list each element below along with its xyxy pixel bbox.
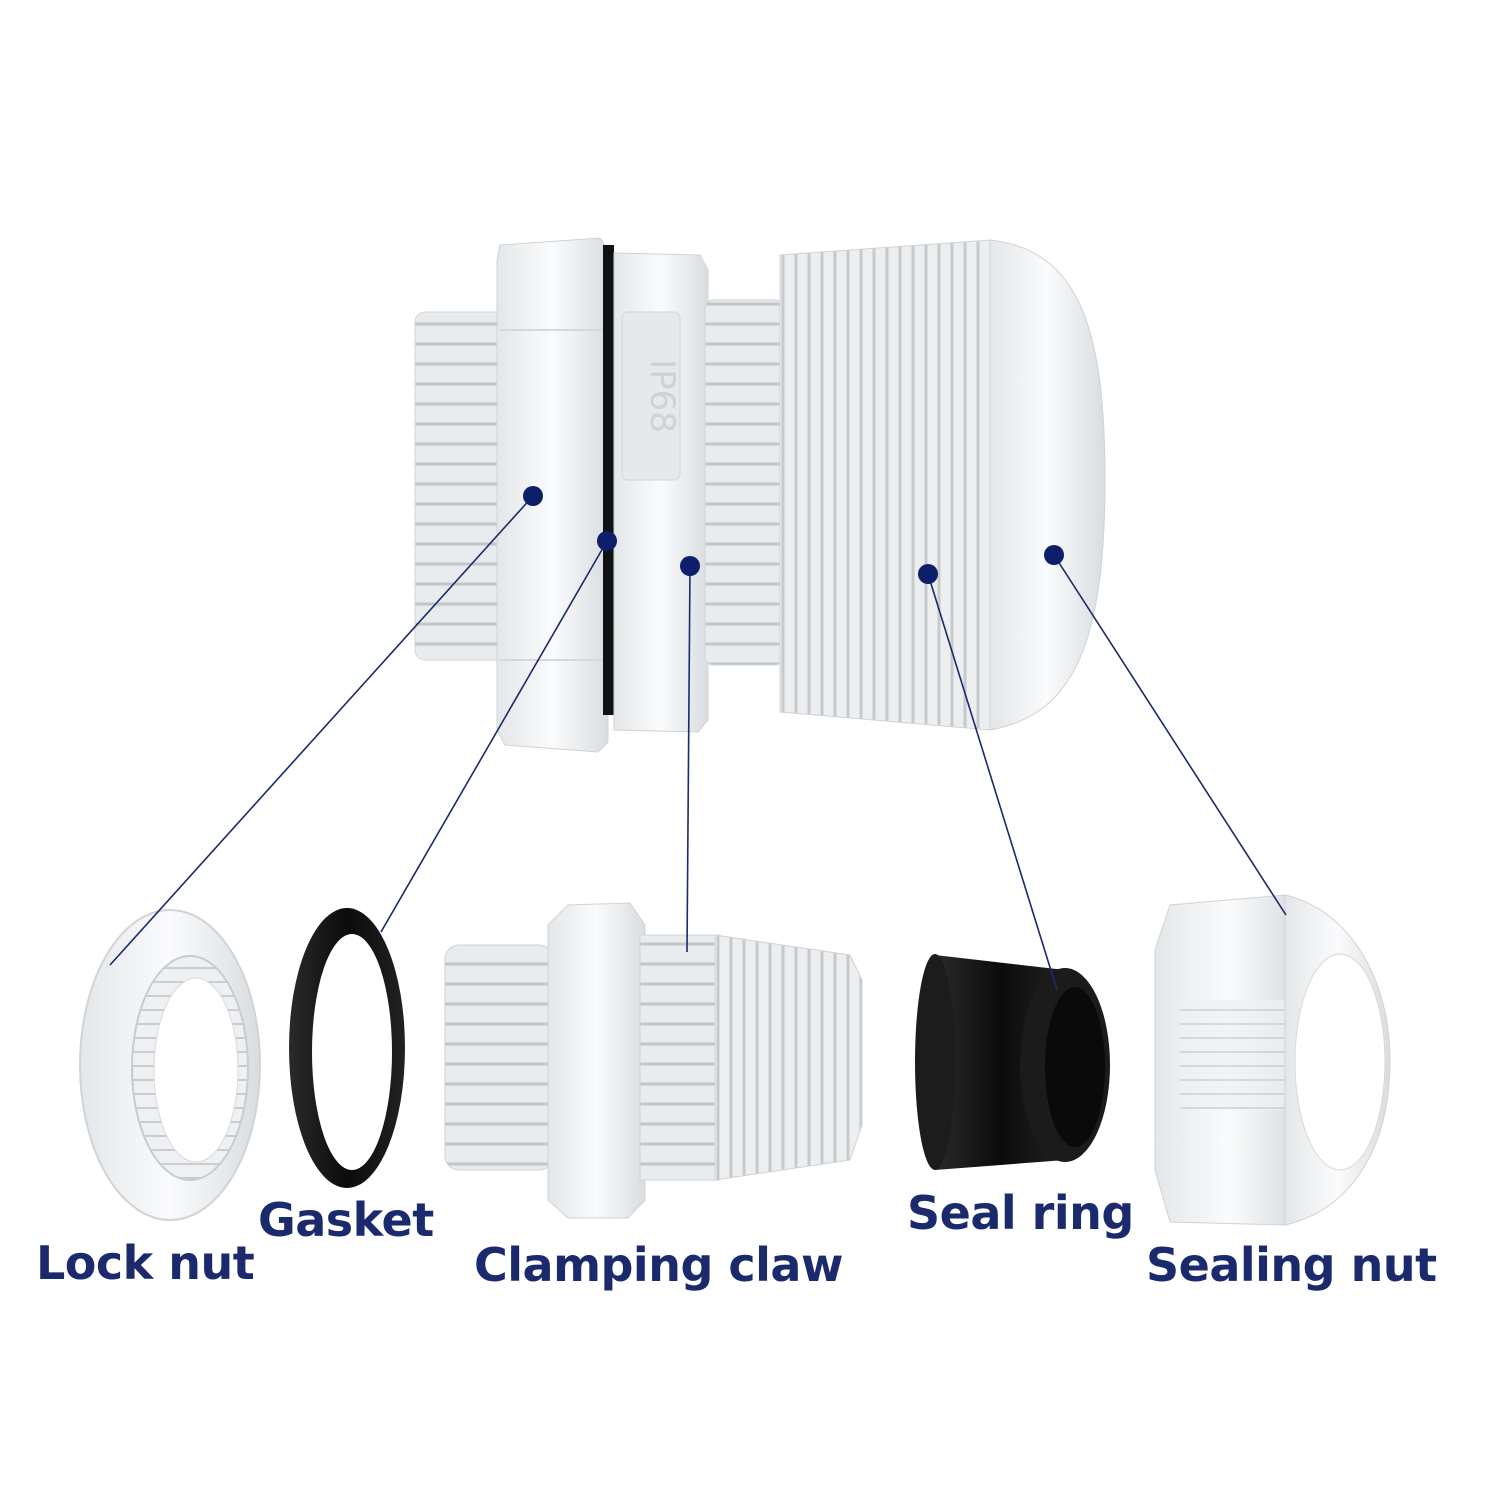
assembled-cable-gland: IP68 bbox=[414, 237, 1106, 753]
callout-clamping-claw bbox=[680, 556, 700, 953]
callout-sealing-nut bbox=[1044, 545, 1287, 916]
clamping-claw-part bbox=[444, 902, 863, 1219]
lock-nut-part bbox=[79, 909, 261, 1221]
label-gasket: Gasket bbox=[258, 1193, 434, 1247]
gasket-part bbox=[289, 908, 405, 1188]
ip-rating-marking: IP68 bbox=[642, 359, 682, 433]
label-seal-ring: Seal ring bbox=[907, 1186, 1134, 1240]
label-clamping-claw: Clamping claw bbox=[474, 1238, 843, 1292]
callout-seal-ring bbox=[918, 564, 1058, 991]
callout-lock-nut bbox=[109, 486, 543, 966]
sealing-nut-part bbox=[1154, 894, 1391, 1226]
callout-gasket bbox=[380, 531, 617, 933]
seal-ring-part bbox=[915, 954, 1110, 1170]
label-lock-nut: Lock nut bbox=[36, 1236, 255, 1290]
label-sealing-nut: Sealing nut bbox=[1146, 1238, 1437, 1292]
